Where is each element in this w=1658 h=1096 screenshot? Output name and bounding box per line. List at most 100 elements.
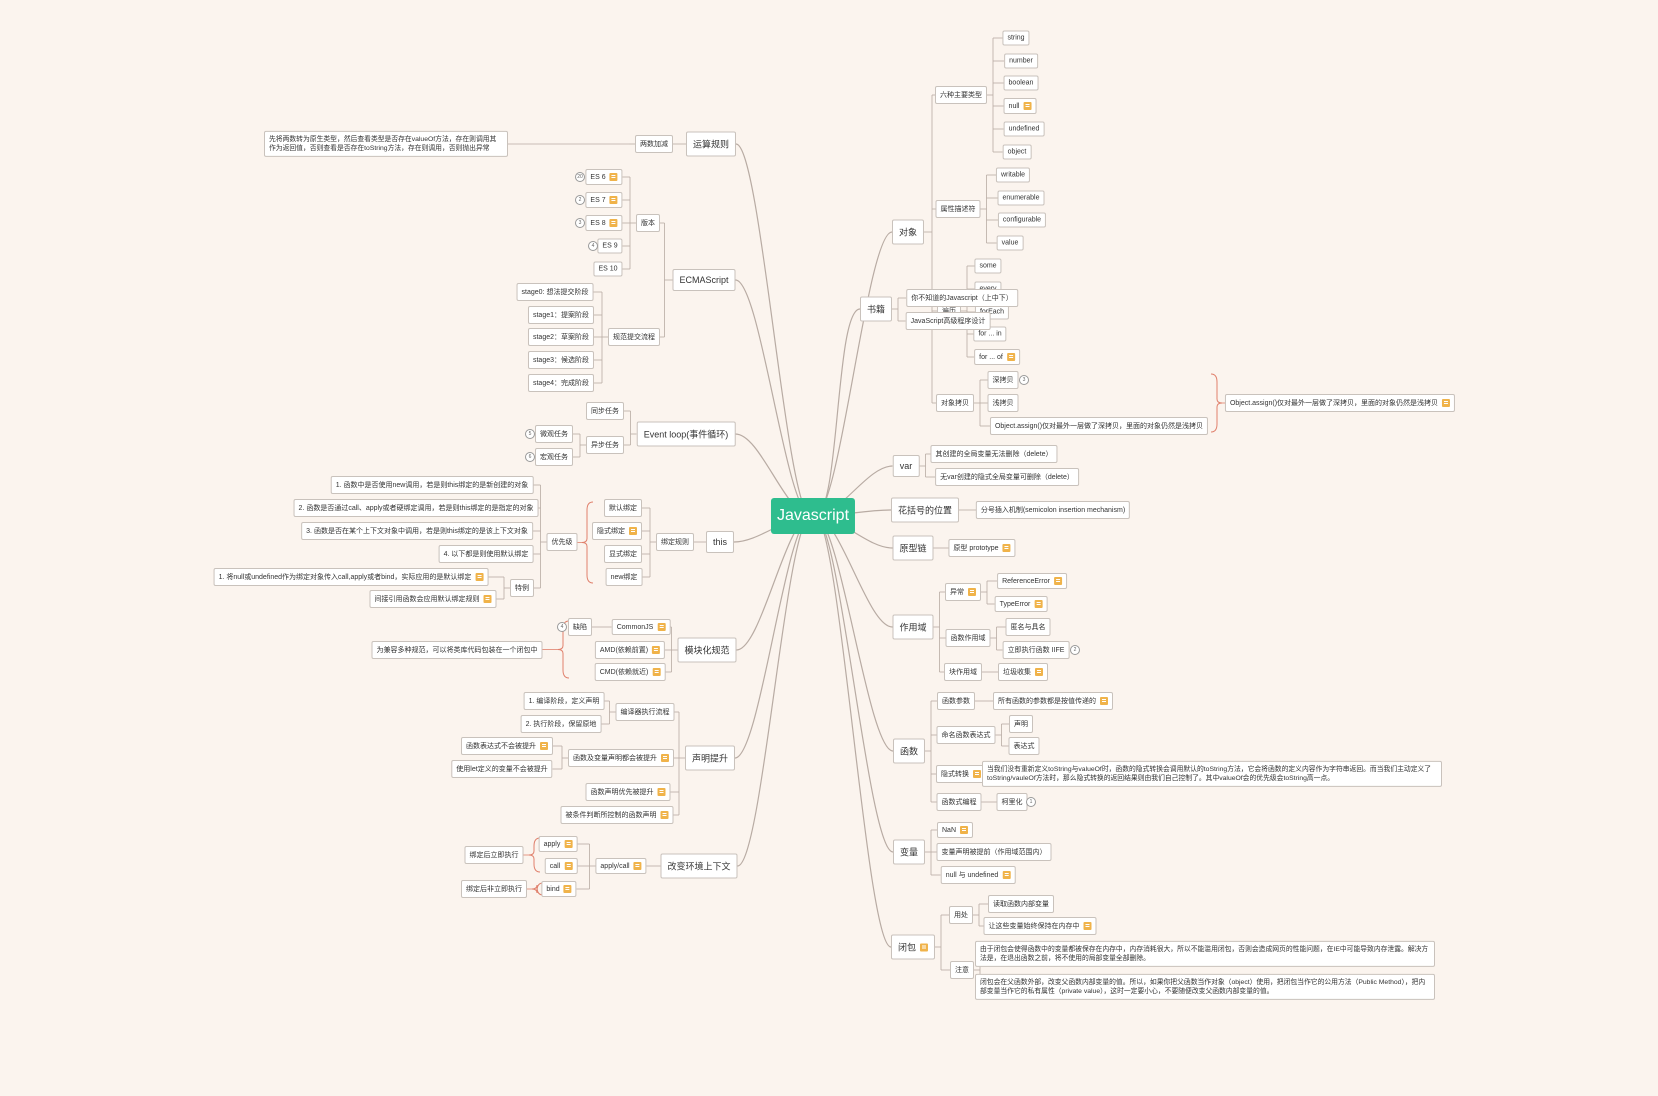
topic-compile-1[interactable]: 1. 编译阶段，定义声明 — [523, 692, 605, 710]
topic-object-type[interactable]: object — [1002, 144, 1032, 160]
topic-apply-call[interactable]: apply/call — [595, 858, 647, 874]
topic-anon-named[interactable]: 匿名与具名 — [1005, 618, 1051, 636]
topic-defect[interactable]: 缺陷 — [568, 618, 592, 636]
topic-book-ydkjs[interactable]: 你不知道的Javascript（上中下） — [906, 289, 1018, 307]
topic-null[interactable]: null — [1003, 98, 1037, 114]
topic-closure-caution[interactable]: 注意 — [950, 961, 974, 979]
topic-prototype-chain[interactable]: 原型链 — [892, 535, 934, 561]
topic-value[interactable]: value — [996, 235, 1024, 251]
topic-books[interactable]: 书籍 — [859, 296, 893, 322]
topic-compile-2[interactable]: 2. 执行阶段，保留原地 — [520, 715, 602, 733]
topic-string[interactable]: string — [1002, 30, 1030, 46]
topic-process[interactable]: 规范提交流程 — [608, 328, 660, 346]
topic-iife[interactable]: 立即执行函数 IIFE — [1002, 641, 1070, 659]
topic-functional-programming[interactable]: 函数式编程 — [936, 793, 982, 811]
topic-priority[interactable]: 优先级 — [546, 533, 578, 551]
topic-fn-first[interactable]: 函数声明优先被提升 — [585, 783, 671, 801]
topic-writable[interactable]: writable — [995, 167, 1031, 183]
topic-exception[interactable]: 异常 — [945, 583, 981, 601]
topic-brace-position[interactable]: 花括号的位置 — [890, 497, 960, 523]
topic-default-bind[interactable]: 默认绑定 — [604, 499, 642, 517]
topic-yunsuan[interactable]: 运算规则 — [685, 131, 737, 157]
topic-var-1[interactable]: 其创建的全局变量无法删除（delete） — [930, 445, 1058, 463]
topic-stage1[interactable]: stage1：提案阶段 — [527, 306, 595, 324]
topic-new-bind[interactable]: new绑定 — [605, 568, 643, 586]
topic-version[interactable]: 版本 — [636, 214, 660, 232]
topic-macro-task[interactable]: 宏观任务 — [535, 448, 573, 466]
topic-six-types[interactable]: 六种主要类型 — [935, 86, 987, 104]
topic-nan[interactable]: NaN — [936, 822, 974, 838]
topic-module[interactable]: 模块化规范 — [677, 637, 737, 663]
topic-es10[interactable]: ES 10 — [593, 261, 623, 277]
topic-named-fn-expr[interactable]: 命名函数表达式 — [936, 726, 996, 744]
topic-special-2[interactable]: 间接引用函数会应用默认绑定规则 — [369, 590, 497, 608]
topic-boolean[interactable]: boolean — [1003, 75, 1039, 91]
topic-bind-rules[interactable]: 绑定规则 — [656, 533, 694, 551]
topic-this[interactable]: this — [705, 531, 735, 553]
topic-cond-fn[interactable]: 被条件判断所控制的函数声明 — [560, 806, 674, 824]
topic-deep-copy[interactable]: 深拷贝 — [987, 371, 1019, 389]
topic-null-undefined[interactable]: null 与 undefined — [940, 866, 1016, 884]
topic-function-scope[interactable]: 函数作用域 — [945, 629, 991, 647]
topic-priority-2[interactable]: 2. 函数是否通过call、apply或者硬绑定调用，若是则this绑定的是指定… — [293, 499, 539, 517]
topic-call[interactable]: call — [544, 858, 578, 874]
topic-garbage-collection[interactable]: 垃圾收集 — [998, 663, 1048, 681]
topic-implicit-conversion[interactable]: 隐式转换 — [936, 765, 986, 783]
topic-es9[interactable]: ES 9 — [597, 238, 623, 254]
topic-for-of[interactable]: for ... of — [974, 349, 1020, 365]
topic-prototype[interactable]: 原型 prototype — [948, 539, 1016, 557]
topic-fn-params[interactable]: 函数参数 — [937, 692, 975, 710]
topic-currying[interactable]: 柯里化 — [996, 793, 1028, 811]
topic-declaration[interactable]: 声明 — [1009, 715, 1033, 733]
topic-descriptor[interactable]: 属性描述符 — [935, 200, 981, 218]
topic-implicit-note[interactable]: 当我们没有重新定义toString与valueOf时，函数的隐式转换会调用默认的… — [982, 760, 1442, 788]
topic-yunsuan-note[interactable]: 先将两数转为原生类型，然后查看类型是否存在valueOf方法，存在则调用其作为返… — [264, 130, 508, 158]
topic-bind-now[interactable]: 绑定后立即执行 — [464, 846, 524, 864]
topic-var[interactable]: var — [892, 455, 920, 477]
topic-var-2[interactable]: 无var创建的隐式全局变量可删除（delete） — [935, 468, 1079, 486]
topic-priority-1[interactable]: 1. 函数中是否使用new调用，若是则this绑定的是新创建的对象 — [330, 476, 534, 494]
topic-semicolon[interactable]: 分号插入机制(semicolon insertion mechanism) — [975, 501, 1131, 519]
topic-stage0[interactable]: stage0: 想法提交阶段 — [516, 283, 594, 301]
topic-keep-in-memory[interactable]: 让这些变量始终保持在内存中 — [983, 917, 1097, 935]
topic-assign[interactable]: Object.assign()仅对最外一层做了深拷贝，里面的对象仍然是浅拷贝 — [989, 417, 1209, 435]
topic-variable[interactable]: 变量 — [892, 839, 926, 865]
topic-block-scope[interactable]: 块作用域 — [944, 663, 982, 681]
topic-closure-caution-1[interactable]: 由于闭包会使得函数中的变量都被保存在内存中，内存消耗很大，所以不能滥用闭包，否则… — [975, 940, 1435, 968]
topic-async-task[interactable]: 异步任务 — [586, 436, 624, 454]
topic-fn-expr[interactable]: 函数表达式不会被提升 — [461, 737, 553, 755]
topic-number[interactable]: number — [1004, 53, 1038, 69]
topic-stage2[interactable]: stage2：草案阶段 — [527, 328, 595, 346]
topic-undefined[interactable]: undefined — [1003, 121, 1045, 137]
topic-special[interactable]: 特例 — [510, 579, 534, 597]
topic-es7[interactable]: ES 7 — [585, 192, 623, 208]
topic-sync-task[interactable]: 同步任务 — [586, 402, 624, 420]
topic-type-error[interactable]: TypeError — [994, 596, 1048, 612]
topic-configurable[interactable]: configurable — [997, 212, 1047, 228]
topic-special-1[interactable]: 1. 将null或undefined作为绑定对象传入call,apply或者bi… — [213, 568, 489, 586]
topic-bind[interactable]: bind — [541, 881, 577, 897]
topic-closure[interactable]: 闭包 — [890, 934, 936, 960]
topic-es6[interactable]: ES 6 — [585, 169, 623, 185]
topic-pass-by-value[interactable]: 所有函数的参数都是按值传递的 — [993, 692, 1113, 710]
topic-priority-4[interactable]: 4. 以下都是则使用默认绑定 — [438, 545, 534, 563]
topic-cmd[interactable]: CMD(依赖就近) — [594, 663, 666, 681]
topic-compile-flow[interactable]: 编译器执行流程 — [615, 703, 675, 721]
topic-es8[interactable]: ES 8 — [585, 215, 623, 231]
topic-hoisted-var[interactable]: 变量声明被提前（作用域范围内） — [936, 843, 1052, 861]
topic-commonjs[interactable]: CommonJS — [611, 619, 671, 635]
topic-implicit-bind[interactable]: 隐式绑定 — [592, 522, 642, 540]
topic-bind-later[interactable]: 绑定后非立即执行 — [461, 880, 527, 898]
topic-module-note[interactable]: 为兼容多种规范，可以将类库代码包装在一个闭包中 — [371, 641, 543, 659]
topic-event-loop[interactable]: Event loop(事件循环) — [636, 421, 736, 447]
topic-ecmascript[interactable]: ECMAScript — [672, 269, 736, 291]
topic-amd[interactable]: AMD(依赖前置) — [594, 641, 666, 659]
root-node[interactable]: Javascript — [770, 498, 856, 534]
topic-read-inner-var[interactable]: 读取函数内部变量 — [988, 895, 1054, 913]
topic-expression[interactable]: 表达式 — [1008, 737, 1040, 755]
topic-object[interactable]: 对象 — [891, 219, 925, 245]
topic-yunsuan-child[interactable]: 两数加减 — [635, 135, 673, 153]
topic-assign-note[interactable]: Object.assign()仅对最外一层做了深拷贝，里面的对象仍然是浅拷贝 — [1224, 394, 1456, 412]
topic-enumerable[interactable]: enumerable — [997, 190, 1045, 206]
topic-closure-caution-2[interactable]: 闭包会在父函数外部，改变父函数内部变量的值。所以，如果你把父函数当作对象（obj… — [975, 973, 1435, 1001]
